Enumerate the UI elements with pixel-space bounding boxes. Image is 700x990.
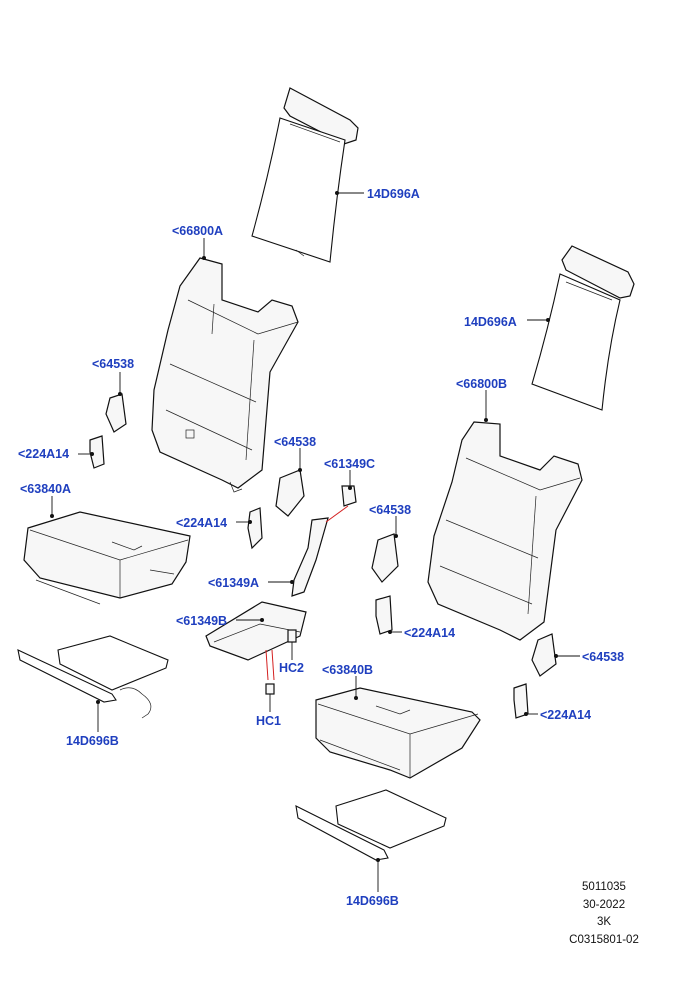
info-line-2: 30-2022 [583, 899, 625, 911]
label-trim-right-mid: <224A14 [404, 626, 455, 640]
info-block: 5011035 30-2022 3K C0315801-02 [569, 881, 639, 946]
heater-mat-left [17, 635, 169, 719]
connector-hc1 [265, 683, 275, 695]
label-trim-center: <224A14 [176, 516, 227, 530]
label-bracket-center: <64538 [274, 435, 316, 449]
info-line-3: 3K [597, 916, 611, 928]
label-hc1: HC1 [256, 714, 281, 728]
label-headrest-pad-a-upper: 14D696A [367, 187, 420, 201]
headrest-pad-upper [251, 87, 359, 263]
left-trim [89, 435, 105, 469]
label-backrest-a: <66800A [172, 224, 223, 238]
label-backrest-b: <66800B [456, 377, 507, 391]
label-trim-right-lower: <224A14 [540, 708, 591, 722]
info-line-1: 5011035 [582, 881, 626, 893]
backrest-left [151, 257, 299, 493]
seat-cushion-right [315, 687, 481, 779]
center-trim [247, 507, 263, 550]
center-cover [205, 601, 307, 661]
label-heater-mat-right: 14D696B [346, 894, 399, 908]
label-bracket-right: <64538 [582, 650, 624, 664]
label-cable-a: <61349A [208, 576, 259, 590]
label-bracket-center-right: <64538 [369, 503, 411, 517]
center-cable-channel [291, 517, 329, 597]
left-bracket [105, 393, 127, 433]
right-trim [513, 683, 529, 719]
red-connector-lines [265, 505, 349, 681]
backrest-right [427, 421, 583, 641]
label-hc2: HC2 [279, 661, 304, 675]
label-heater-mat-left: 14D696B [66, 734, 119, 748]
label-trim-left-upper: <224A14 [18, 447, 69, 461]
leader-lines [50, 191, 580, 892]
info-line-4: C0315801-02 [569, 934, 639, 946]
label-latch-c: <61349C [324, 457, 375, 471]
label-cover-b: <61349B [176, 614, 227, 628]
heater-mat-right [295, 789, 447, 861]
label-cushion-b: <63840B [322, 663, 373, 677]
label-cushion-a: <63840A [20, 482, 71, 496]
headrest-pad-right [531, 245, 635, 411]
right-center-trim [375, 595, 393, 635]
seat-cushion-left [23, 511, 191, 605]
right-center-bracket [371, 533, 399, 583]
center-bracket [275, 469, 305, 517]
label-headrest-pad-a-right: 14D696A [464, 315, 517, 329]
connector-hc2 [287, 629, 297, 643]
label-bracket-left-upper: <64538 [92, 357, 134, 371]
right-bracket [531, 633, 557, 677]
